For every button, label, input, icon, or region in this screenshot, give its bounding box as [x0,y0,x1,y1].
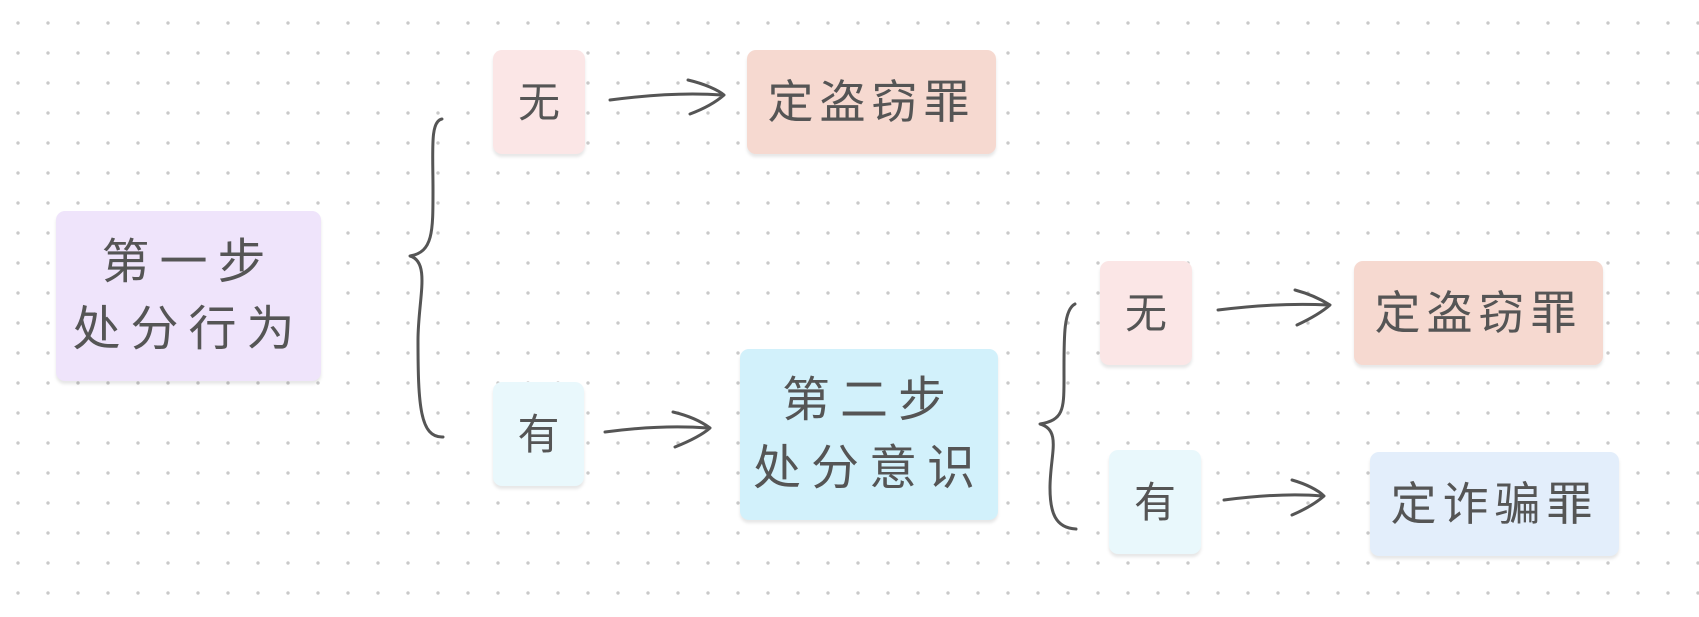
branch2-yes-node[interactable]: 有 [1109,450,1201,554]
result1-theft-node[interactable]: 定盗窃罪 [747,50,996,154]
step1-node[interactable]: 第一步 处分行为 [56,211,321,381]
step1-label: 第一步 处分行为 [72,233,305,357]
arrow-no-to-theft-1 [608,78,726,116]
branch1-yes-node[interactable]: 有 [493,382,584,486]
step2-label: 第二步 处分意识 [752,372,985,496]
brace-step1 [408,117,445,439]
branch2-yes-label: 有 [1133,477,1176,527]
brace-step2 [1038,302,1078,531]
arrow-no-to-theft-2 [1216,288,1332,327]
branch1-yes-label: 有 [517,409,560,459]
result2-fraud-node[interactable]: 定诈骗罪 [1370,452,1619,556]
branch2-no-label: 无 [1124,288,1167,338]
result1-theft-label: 定盗窃罪 [767,74,976,129]
result2-fraud-label: 定诈骗罪 [1390,476,1599,531]
step2-node[interactable]: 第二步 处分意识 [740,349,998,520]
branch1-no-label: 无 [517,77,560,127]
arrow-yes-to-fraud [1222,478,1326,517]
branch2-no-node[interactable]: 无 [1100,261,1192,365]
result2-theft-node[interactable]: 定盗窃罪 [1354,261,1603,365]
result2-theft-label: 定盗窃罪 [1374,285,1583,340]
arrow-yes-to-step2 [603,410,712,449]
branch1-no-node[interactable]: 无 [493,50,585,154]
